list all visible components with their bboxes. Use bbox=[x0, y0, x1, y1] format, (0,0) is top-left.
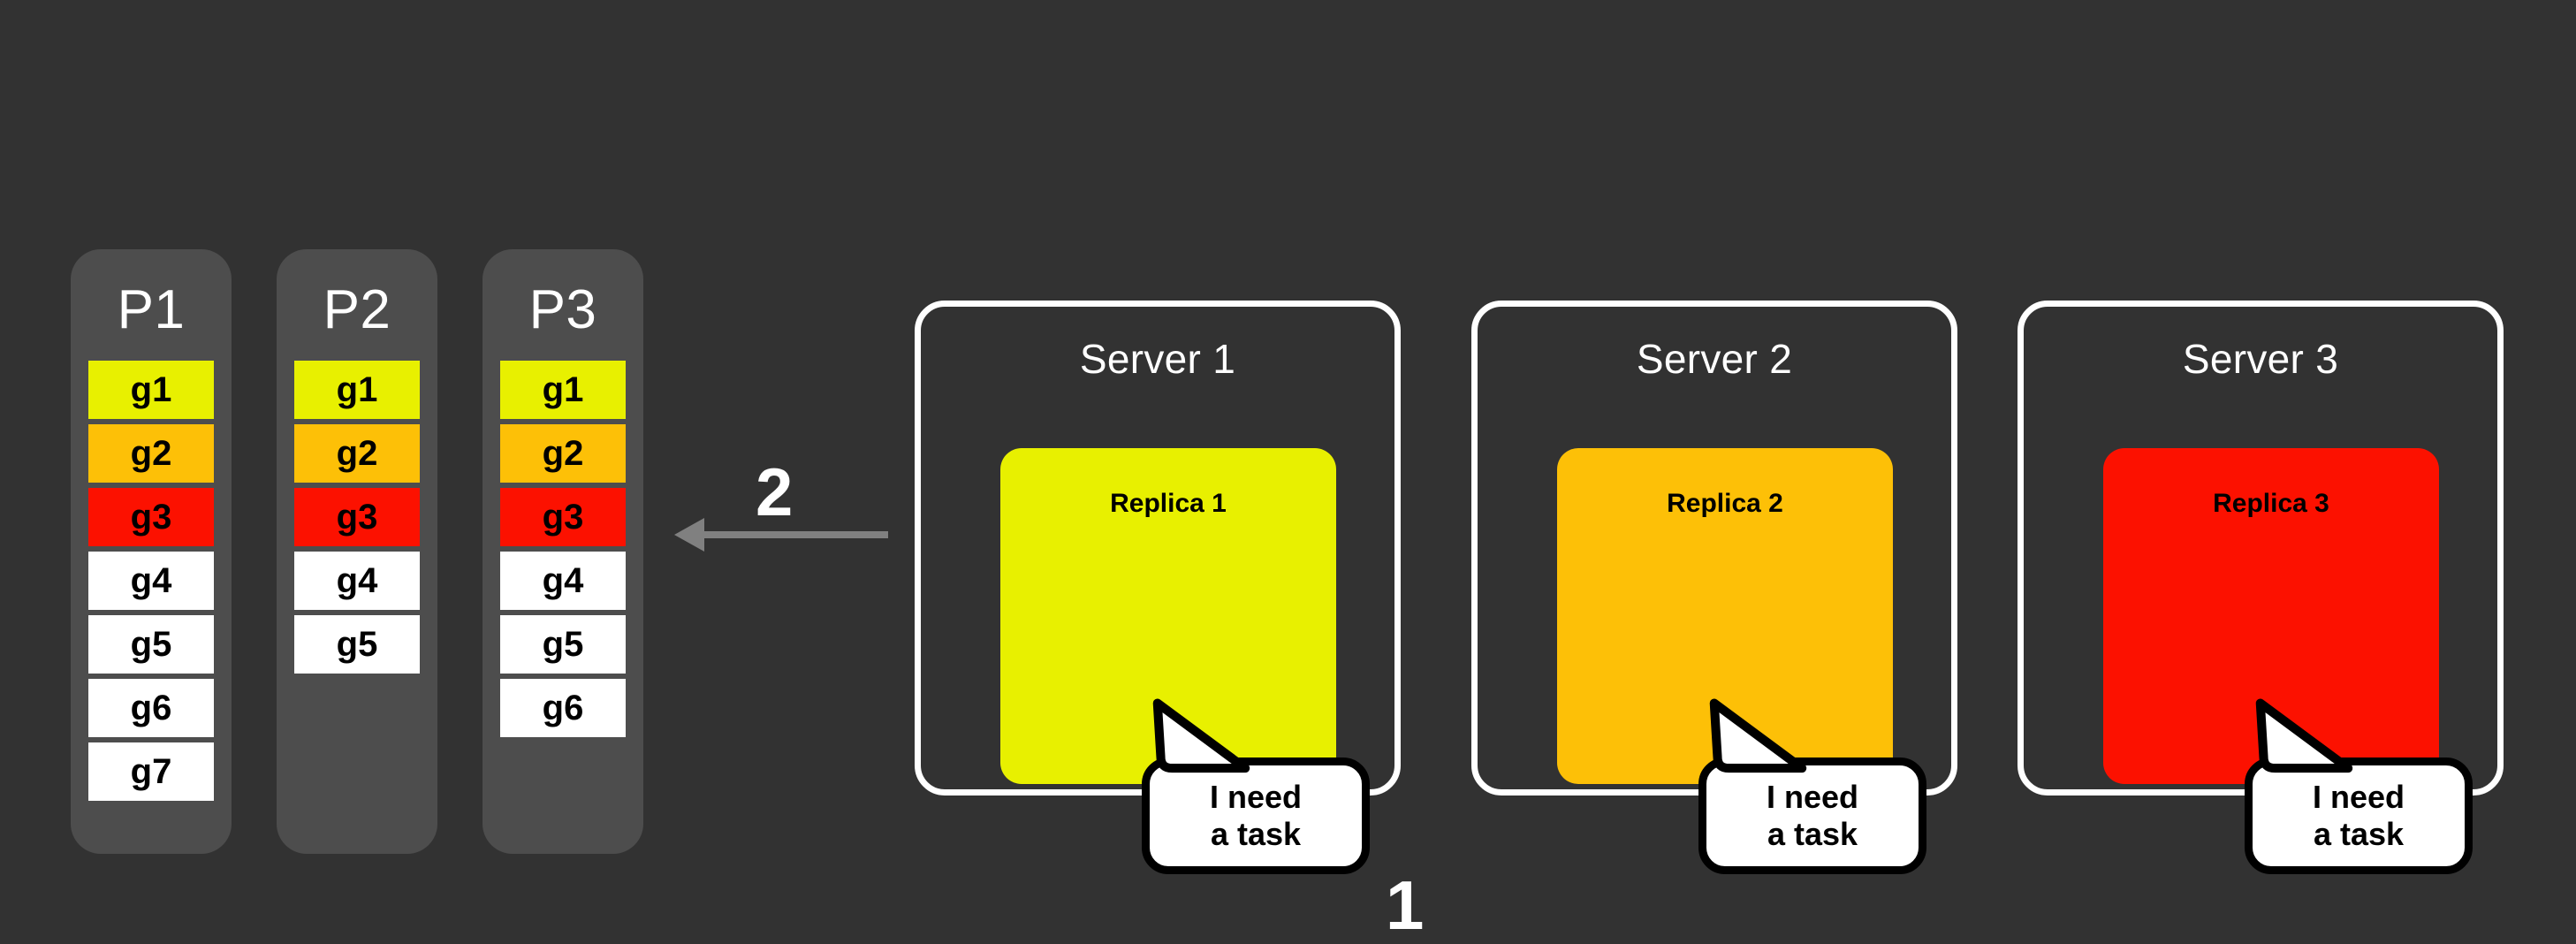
bubble-line-2: a task bbox=[1210, 816, 1302, 852]
bubble-line-2: a task bbox=[1767, 816, 1858, 852]
bubble-line-1: I need bbox=[2312, 779, 2405, 816]
bubble-line-2: a task bbox=[2313, 816, 2405, 852]
replica-label: Replica 2 bbox=[1667, 489, 1783, 518]
partition-title: P1 bbox=[117, 279, 186, 340]
group-cell[interactable]: g3 bbox=[294, 488, 420, 546]
group-cell[interactable]: g5 bbox=[500, 615, 626, 674]
partition-title: P2 bbox=[323, 279, 391, 340]
server-title: Server 2 bbox=[1636, 336, 1793, 382]
group-cell[interactable]: g2 bbox=[500, 424, 626, 483]
group-cell[interactable]: g6 bbox=[500, 679, 626, 737]
bubble-line-1: I need bbox=[1209, 779, 1303, 816]
group-cell[interactable]: g1 bbox=[500, 361, 626, 419]
group-cell[interactable]: g5 bbox=[294, 615, 420, 674]
step-one-label: 1 bbox=[1386, 866, 1425, 944]
group-cell[interactable]: g3 bbox=[88, 488, 214, 546]
partition-column-p3[interactable]: P3 g1 g2 g3 g4 g5 g6 bbox=[483, 249, 643, 854]
server-box-2[interactable]: Server 2 Replica 2 bbox=[1471, 301, 1957, 796]
speech-bubble-1[interactable]: I need a task bbox=[1142, 757, 1370, 874]
bubble-line-1: I need bbox=[1766, 779, 1859, 816]
group-cell[interactable]: g2 bbox=[294, 424, 420, 483]
speech-bubble-3[interactable]: I need a task bbox=[2245, 757, 2473, 874]
group-cell-stack: g1 g2 g3 g4 g5 g6 bbox=[483, 361, 643, 737]
server-box-1[interactable]: Server 1 Replica 1 bbox=[915, 301, 1401, 796]
partition-column-p1[interactable]: P1 g1 g2 g3 g4 g5 g6 g7 bbox=[71, 249, 232, 854]
group-cell[interactable]: g3 bbox=[500, 488, 626, 546]
group-cell[interactable]: g4 bbox=[88, 552, 214, 610]
group-cell[interactable]: g2 bbox=[88, 424, 214, 483]
group-cell[interactable]: g1 bbox=[294, 361, 420, 419]
group-cell[interactable]: g1 bbox=[88, 361, 214, 419]
group-cell[interactable]: g4 bbox=[500, 552, 626, 610]
step-two-label: 2 bbox=[756, 455, 794, 530]
group-cell-stack: g1 g2 g3 g4 g5 bbox=[277, 361, 437, 674]
replica-box[interactable]: Replica 2 bbox=[1557, 448, 1893, 784]
assign-task-arrow bbox=[674, 518, 888, 552]
server-box-3[interactable]: Server 3 Replica 3 bbox=[2017, 301, 2504, 796]
server-title: Server 3 bbox=[2182, 336, 2339, 382]
replica-label: Replica 3 bbox=[2213, 489, 2329, 518]
replica-label: Replica 1 bbox=[1110, 489, 1227, 518]
group-cell[interactable]: g6 bbox=[88, 679, 214, 737]
group-cell-stack: g1 g2 g3 g4 g5 g6 g7 bbox=[71, 361, 232, 801]
partition-column-p2[interactable]: P2 g1 g2 g3 g4 g5 bbox=[277, 249, 437, 854]
group-cell[interactable]: g4 bbox=[294, 552, 420, 610]
group-cell[interactable]: g5 bbox=[88, 615, 214, 674]
replica-box[interactable]: Replica 3 bbox=[2103, 448, 2439, 784]
partition-title: P3 bbox=[528, 279, 597, 340]
group-cell[interactable]: g7 bbox=[88, 742, 214, 801]
speech-bubble-2[interactable]: I need a task bbox=[1698, 757, 1926, 874]
replica-box[interactable]: Replica 1 bbox=[1000, 448, 1336, 784]
server-title: Server 1 bbox=[1079, 336, 1236, 382]
